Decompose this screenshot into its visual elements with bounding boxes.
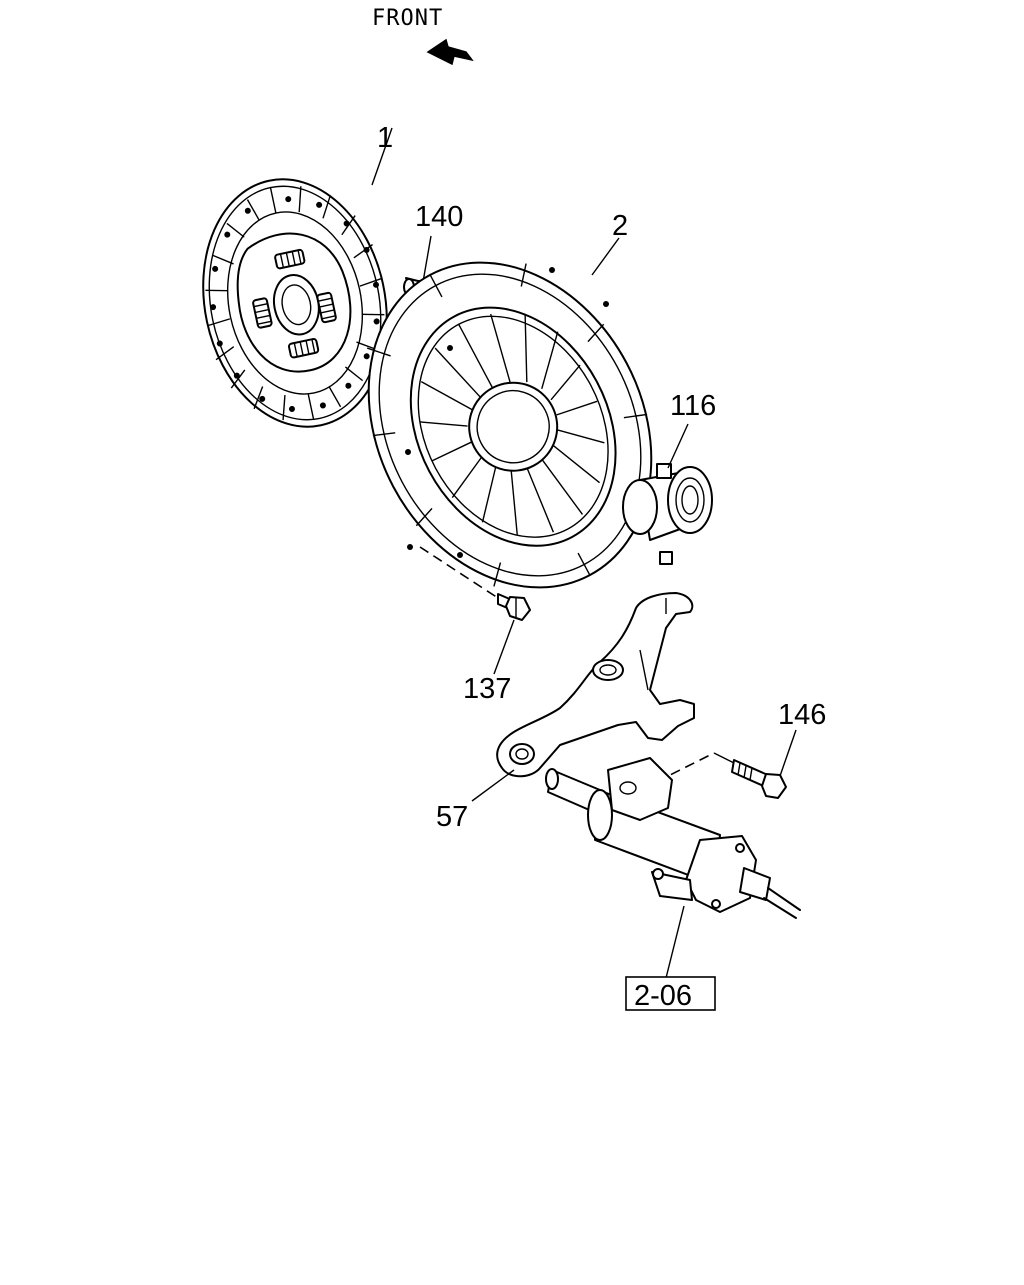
reference-label: 2-06 (634, 980, 692, 1012)
reference-box[interactable]: 2-06 (625, 976, 716, 1012)
callout-2: 2 (612, 210, 628, 242)
callout-137: 137 (463, 673, 511, 705)
callout-146: 146 (778, 699, 826, 731)
arrow-up-left-icon (426, 38, 474, 66)
plate-bolt (419, 546, 531, 621)
release-fork (496, 592, 695, 778)
pressure-plate (366, 261, 653, 589)
leader-2 (591, 237, 620, 276)
front-indicator: FRONT (372, 6, 474, 66)
leader-146 (779, 729, 797, 777)
callout-57: 57 (436, 801, 468, 833)
leader-140 (422, 235, 432, 283)
leader-1 (371, 127, 393, 186)
leader-137 (493, 619, 515, 675)
callout-1: 1 (377, 122, 393, 154)
leader-2-06 (665, 905, 685, 979)
release-bearing (622, 463, 713, 565)
callout-116: 116 (670, 390, 716, 422)
slave-cylinder (545, 757, 801, 919)
clutch-disc (202, 178, 388, 428)
leader-116 (667, 423, 689, 469)
front-label: FRONT (372, 6, 443, 31)
callout-140: 140 (415, 201, 463, 233)
leader-57 (471, 769, 515, 802)
